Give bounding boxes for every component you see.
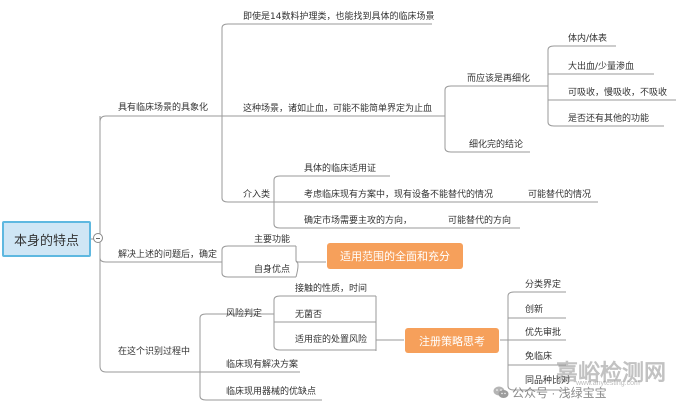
node-care-scenario[interactable]: 即使是14数料护理类，也能找到具体的临床场景 xyxy=(243,12,435,22)
interventional-item[interactable]: 具体的临床适用证 xyxy=(304,164,377,174)
summary-scope[interactable]: 适用范围的全面和充分 xyxy=(327,243,463,269)
node-refine[interactable]: 而应该是再细化 xyxy=(467,74,531,84)
node-refine-conclusion[interactable]: 细化完的结论 xyxy=(469,140,524,150)
refine-item[interactable]: 可吸收，慢吸收，不吸收 xyxy=(568,88,668,98)
strategy-item[interactable]: 分类界定 xyxy=(525,280,562,290)
root-node[interactable]: 本身的特点 xyxy=(2,221,91,257)
watermark-account: 公众号 · 浅绿宝宝 xyxy=(512,386,607,400)
node-device-pros-cons[interactable]: 临床现用器械的优缺点 xyxy=(226,387,317,397)
node-interventional[interactable]: 介入类 xyxy=(243,190,271,200)
refine-item[interactable]: 体内/体表 xyxy=(568,34,608,44)
risk-item[interactable]: 适用症的处置风险 xyxy=(295,335,368,345)
risk-item[interactable]: 无菌否 xyxy=(295,310,323,320)
strategy-item[interactable]: 优先审批 xyxy=(525,328,562,338)
refine-item[interactable]: 是否还有其他的功能 xyxy=(568,114,650,124)
watermark-title: 嘉峪检测网 xyxy=(556,360,667,385)
node-main-function[interactable]: 主要功能 xyxy=(254,235,291,245)
node-clinical-solution[interactable]: 临床现有解决方案 xyxy=(226,360,299,370)
strategy-item[interactable]: 创新 xyxy=(525,305,544,315)
wechat-icon xyxy=(493,384,509,398)
watermark-url: www.anytesting.com xyxy=(576,380,640,387)
node-hemostasis-scenario[interactable]: 这种场景，诸如止血，可能不能简单界定为止血 xyxy=(243,104,433,114)
interventional-item[interactable]: 确定市场需要主攻的方向， xyxy=(304,216,413,226)
node-own-advantage[interactable]: 自身优点 xyxy=(254,265,291,275)
node-risk-assessment[interactable]: 风险判定 xyxy=(226,309,263,319)
summary-registration-strategy[interactable]: 注册策略思考 xyxy=(405,328,499,353)
interventional-note[interactable]: 可能替代的方向 xyxy=(448,216,512,226)
branch-identification[interactable]: 在这个识别过程中 xyxy=(118,347,191,357)
branch-after-solving[interactable]: 解决上述的问题后，确定 xyxy=(118,250,218,260)
strategy-item[interactable]: 免临床 xyxy=(525,352,553,362)
interventional-item[interactable]: 考虑临床现有方案中，现有设备不能替代的情况 xyxy=(304,190,494,200)
collapse-toggle-icon[interactable] xyxy=(93,233,103,243)
interventional-note[interactable]: 可能替代的情况 xyxy=(528,190,592,200)
branch-clinical-scenario[interactable]: 具有临床场景的具象化 xyxy=(118,103,209,113)
risk-item[interactable]: 接触的性质，时间 xyxy=(295,284,368,294)
refine-item[interactable]: 大出血/少量渗血 xyxy=(568,62,635,72)
strategy-item[interactable]: 同品种比对 xyxy=(525,376,571,386)
